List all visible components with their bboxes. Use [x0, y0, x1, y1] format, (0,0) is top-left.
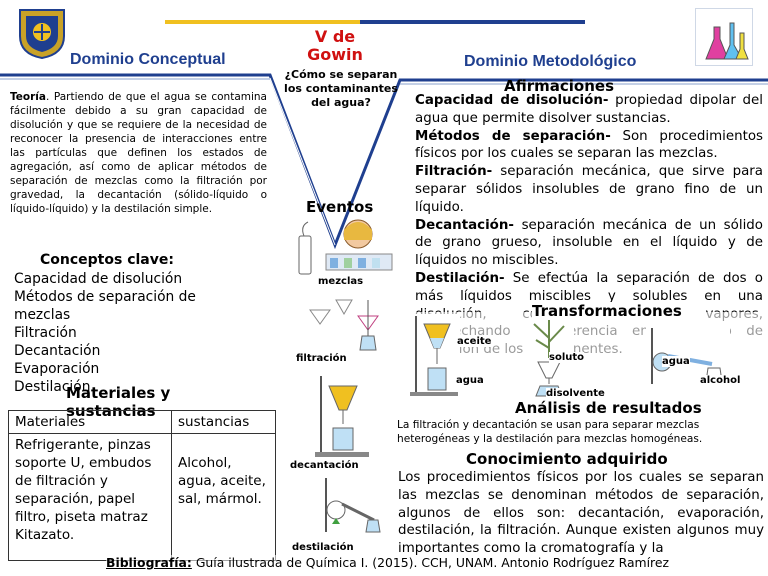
- analysis-title: Análisis de resultados: [515, 399, 702, 417]
- filtration-illustration: [306, 290, 386, 352]
- bibliography-text: Guía ilustrada de Química I. (2015). CCH…: [191, 555, 669, 570]
- transformation-label: soluto: [549, 352, 585, 363]
- transformation-label: disolvente: [546, 388, 605, 399]
- theory-label: Teoría: [10, 91, 46, 103]
- left-header: Dominio Conceptual: [70, 51, 226, 68]
- focus-question: ¿Cómo se separan los contaminantes del a…: [284, 68, 398, 109]
- event-label: mezclas: [318, 276, 364, 287]
- page-title: V de Gowin: [290, 28, 380, 64]
- affirmation-term: Métodos de separación-: [415, 128, 611, 144]
- transformation-label: aceite: [457, 336, 492, 347]
- event-label: filtración: [296, 353, 347, 364]
- bibliography: Bibliografía: Guía ilustrada de Química …: [106, 555, 669, 570]
- affirmation-item: Métodos de separación- Son procedimiento…: [415, 128, 763, 164]
- theory-body: . Partiendo de que el agua se contamina …: [10, 91, 267, 215]
- list-item: Filtración: [14, 325, 77, 341]
- affirmation-item: Filtración- separación mecánica, que sir…: [415, 163, 763, 216]
- knowledge-title: Conocimiento adquirido: [466, 450, 668, 468]
- theory-text: Teoría. Partiendo de que el agua se cont…: [10, 90, 267, 216]
- key-concepts-list: Capacidad de disolución Métodos de separ…: [14, 270, 234, 396]
- affirmation-term: Filtración-: [415, 164, 493, 180]
- transformation-label: alcohol: [700, 375, 741, 386]
- lab-flasks-icon: [695, 8, 753, 66]
- transformation-label: agua: [456, 375, 484, 386]
- mixtures-illustration: [296, 216, 396, 278]
- key-concepts-title: Conceptos clave:: [40, 252, 174, 268]
- substances-col-header: sustancias: [171, 410, 276, 434]
- top-bar-navy: [360, 20, 585, 24]
- event-label: destilación: [292, 542, 354, 553]
- materials-col-header: Materiales: [8, 410, 172, 434]
- list-item: Destilación: [14, 379, 91, 395]
- list-item: Evaporación: [14, 361, 100, 377]
- transformations-title: Transformaciones: [532, 302, 682, 320]
- distillation-illustration: [318, 474, 384, 536]
- oil-water-separation-illustration: [410, 314, 460, 396]
- affirmation-def: separación mecánica de un sólido de gran…: [415, 217, 763, 269]
- materials-table: Materiales sustancias Refrigerante, pinz…: [8, 410, 276, 561]
- knowledge-text: Los procedimientos físicos por los cuale…: [398, 470, 764, 557]
- affirmation-def: separación mecánica, que sirve para sepa…: [415, 164, 763, 215]
- right-header: Dominio Metodológico: [464, 53, 637, 70]
- affirmation-item: Capacidad de disolución- propiedad dipol…: [415, 92, 763, 128]
- affirmation-term: Destilación-: [415, 270, 505, 286]
- transformation-label: agua: [662, 356, 690, 367]
- affirmation-term: Capacidad de disolución-: [415, 93, 609, 108]
- materials-cell: Refrigerante, pinzas soporte U, embudos …: [8, 433, 172, 561]
- affirmation-item: Decantación- separación mecánica de un s…: [415, 217, 763, 270]
- affirmation-term: Decantación-: [415, 217, 514, 233]
- list-item: Decantación: [14, 343, 101, 359]
- title-line2: Gowin: [307, 45, 363, 64]
- top-bar-gold: [165, 20, 360, 24]
- affirmations-title: Afirmaciones: [504, 77, 614, 95]
- university-crest-icon: [14, 6, 70, 60]
- affirmation-def: Son procedimientos físicos por los cuale…: [415, 128, 763, 162]
- analysis-text: La filtración y decantación se usan para…: [397, 419, 703, 445]
- event-label: decantación: [290, 460, 359, 471]
- decantation-illustration: [315, 372, 371, 458]
- events-title: Eventos: [306, 198, 374, 216]
- list-item: Métodos de separación de mezclas: [14, 289, 196, 323]
- title-line1: V de: [314, 27, 356, 46]
- bibliography-label: Bibliografía:: [106, 555, 192, 570]
- affirmation-def: propiedad dipolar del agua que permite d…: [415, 93, 764, 126]
- substances-cell: Alcohol, agua, aceite, sal, mármol.: [171, 433, 276, 561]
- list-item: Capacidad de disolución: [14, 271, 183, 287]
